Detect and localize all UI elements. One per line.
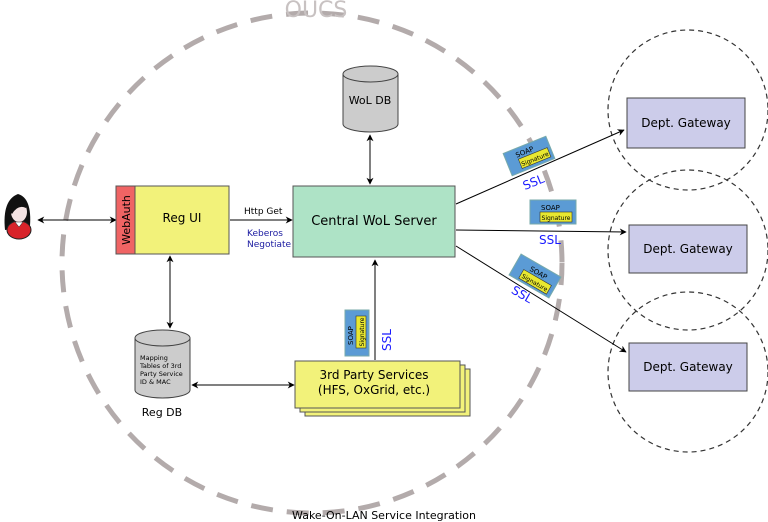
oucs-label: OUCS <box>285 0 348 23</box>
soap-badge-1: SOAP Signature <box>502 135 556 177</box>
kerberos-label-1: Keberos <box>247 229 283 239</box>
svg-text:ID & MAC: ID & MAC <box>140 378 171 386</box>
svg-text:Dept. Gateway: Dept. Gateway <box>643 360 733 374</box>
wol-db-cylinder[interactable]: WoL DB <box>342 65 399 133</box>
svg-text:WoL DB: WoL DB <box>349 94 392 107</box>
oucs-boundary <box>59 10 565 516</box>
svg-text:Central WoL Server: Central WoL Server <box>311 214 437 229</box>
svg-text:Reg UI: Reg UI <box>163 211 202 225</box>
reg-ui-box[interactable]: Reg UI <box>134 185 230 255</box>
server-gateway-2-arrow <box>455 228 627 236</box>
svg-text:Signature: Signature <box>359 317 366 346</box>
soap-badge-thirdparty: SOAP Signature <box>344 309 370 357</box>
dept-gateway-2[interactable]: Dept. Gateway <box>628 224 748 274</box>
dept-gateway-1[interactable]: Dept. Gateway <box>626 97 746 149</box>
svg-text:Dept. Gateway: Dept. Gateway <box>641 116 731 130</box>
kerberos-label-2: Negotiate <box>247 240 292 250</box>
third-party-services[interactable]: 3rd Party Services (HFS, OxGrid, etc.) <box>294 360 471 417</box>
svg-text:SOAP: SOAP <box>347 326 355 345</box>
soap-badge-2: SOAP Signature <box>529 199 577 225</box>
ssl-label-thirdparty: SSL <box>380 329 394 351</box>
dept-gateway-3[interactable]: Dept. Gateway <box>628 342 748 392</box>
svg-text:Signature: Signature <box>542 215 571 222</box>
reg-db-label: Reg DB <box>142 406 182 419</box>
central-wol-server[interactable]: Central WoL Server <box>292 185 456 258</box>
svg-text:Dept. Gateway: Dept. Gateway <box>643 242 733 256</box>
ssl-label-2: SSL <box>539 233 561 247</box>
diagram-title: Wake-On-LAN Service Integration <box>292 509 476 522</box>
webauth-box[interactable]: WebAuth <box>115 185 136 255</box>
user-icon <box>4 194 32 240</box>
server-gateway-1-arrow <box>455 129 625 205</box>
svg-text:Tables of 3rd: Tables of 3rd <box>139 362 181 370</box>
svg-text:Party Service: Party Service <box>140 370 183 378</box>
svg-text:3rd Party Services: 3rd Party Services <box>320 368 429 382</box>
svg-text:SOAP: SOAP <box>541 204 560 212</box>
svg-text:(HFS, OxGrid, etc.): (HFS, OxGrid, etc.) <box>318 383 430 397</box>
svg-text:WebAuth: WebAuth <box>120 195 133 245</box>
ssl-label-1: SSL <box>521 172 547 193</box>
reg-db-cylinder[interactable]: Mapping Tables of 3rd Party Service ID &… <box>134 329 191 399</box>
http-get-label: Http Get <box>244 207 283 217</box>
server-gateway-3-arrow <box>455 245 627 353</box>
svg-text:Mapping: Mapping <box>140 354 168 362</box>
